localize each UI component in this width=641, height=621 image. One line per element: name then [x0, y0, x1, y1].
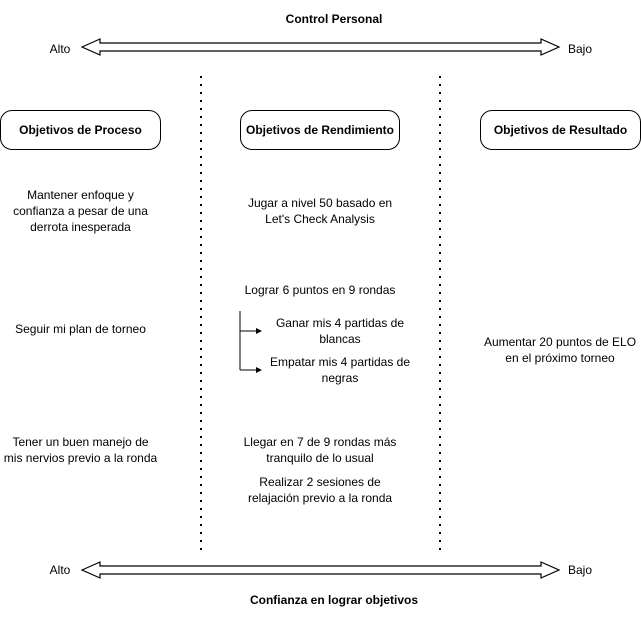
performance-goal-1: Jugar a nivel 50 basado en Let's Check A…: [247, 196, 393, 226]
header-performance-goals: Objetivos de Rendimiento: [240, 110, 400, 150]
top-axis-right-label: Bajo: [567, 42, 593, 56]
bottom-double-arrow: [80, 561, 561, 579]
top-double-arrow: [80, 38, 561, 56]
top-axis-title: Control Personal: [285, 12, 383, 26]
subgoal-arrowhead-2: [256, 367, 262, 373]
process-goal-3: Tener un buen manejo de mis nervios prev…: [3, 435, 158, 465]
process-goal-2: Seguir mi plan de torneo: [15, 322, 146, 336]
outcome-goal-1: Aumentar 20 puntos de ELO en el próximo …: [483, 335, 637, 365]
performance-goal-2: Lograr 6 puntos en 9 rondas: [244, 283, 396, 297]
header-outcome-goals: Objetivos de Resultado: [480, 110, 641, 150]
top-axis-left-label: Alto: [49, 42, 71, 56]
performance-goal-3: Llegar en 7 de 9 rondas más tranquilo de…: [243, 435, 397, 465]
bottom-axis-title: Confianza en lograr objetivos: [249, 593, 419, 607]
bottom-axis-right-label: Bajo: [567, 563, 593, 577]
performance-subgoal-1: Ganar mis 4 partidas de blancas: [275, 316, 405, 346]
process-goal-1: Mantener enfoque y confianza a pesar de …: [13, 188, 148, 234]
header-process-goals: Objetivos de Proceso: [0, 110, 161, 150]
bottom-axis-left-label: Alto: [49, 563, 71, 577]
performance-subgoal-2: Empatar mis 4 partidas de negras: [269, 355, 411, 385]
subgoal-arrowhead-1: [256, 328, 262, 334]
performance-goal-4: Realizar 2 sesiones de relajación previo…: [247, 475, 393, 505]
